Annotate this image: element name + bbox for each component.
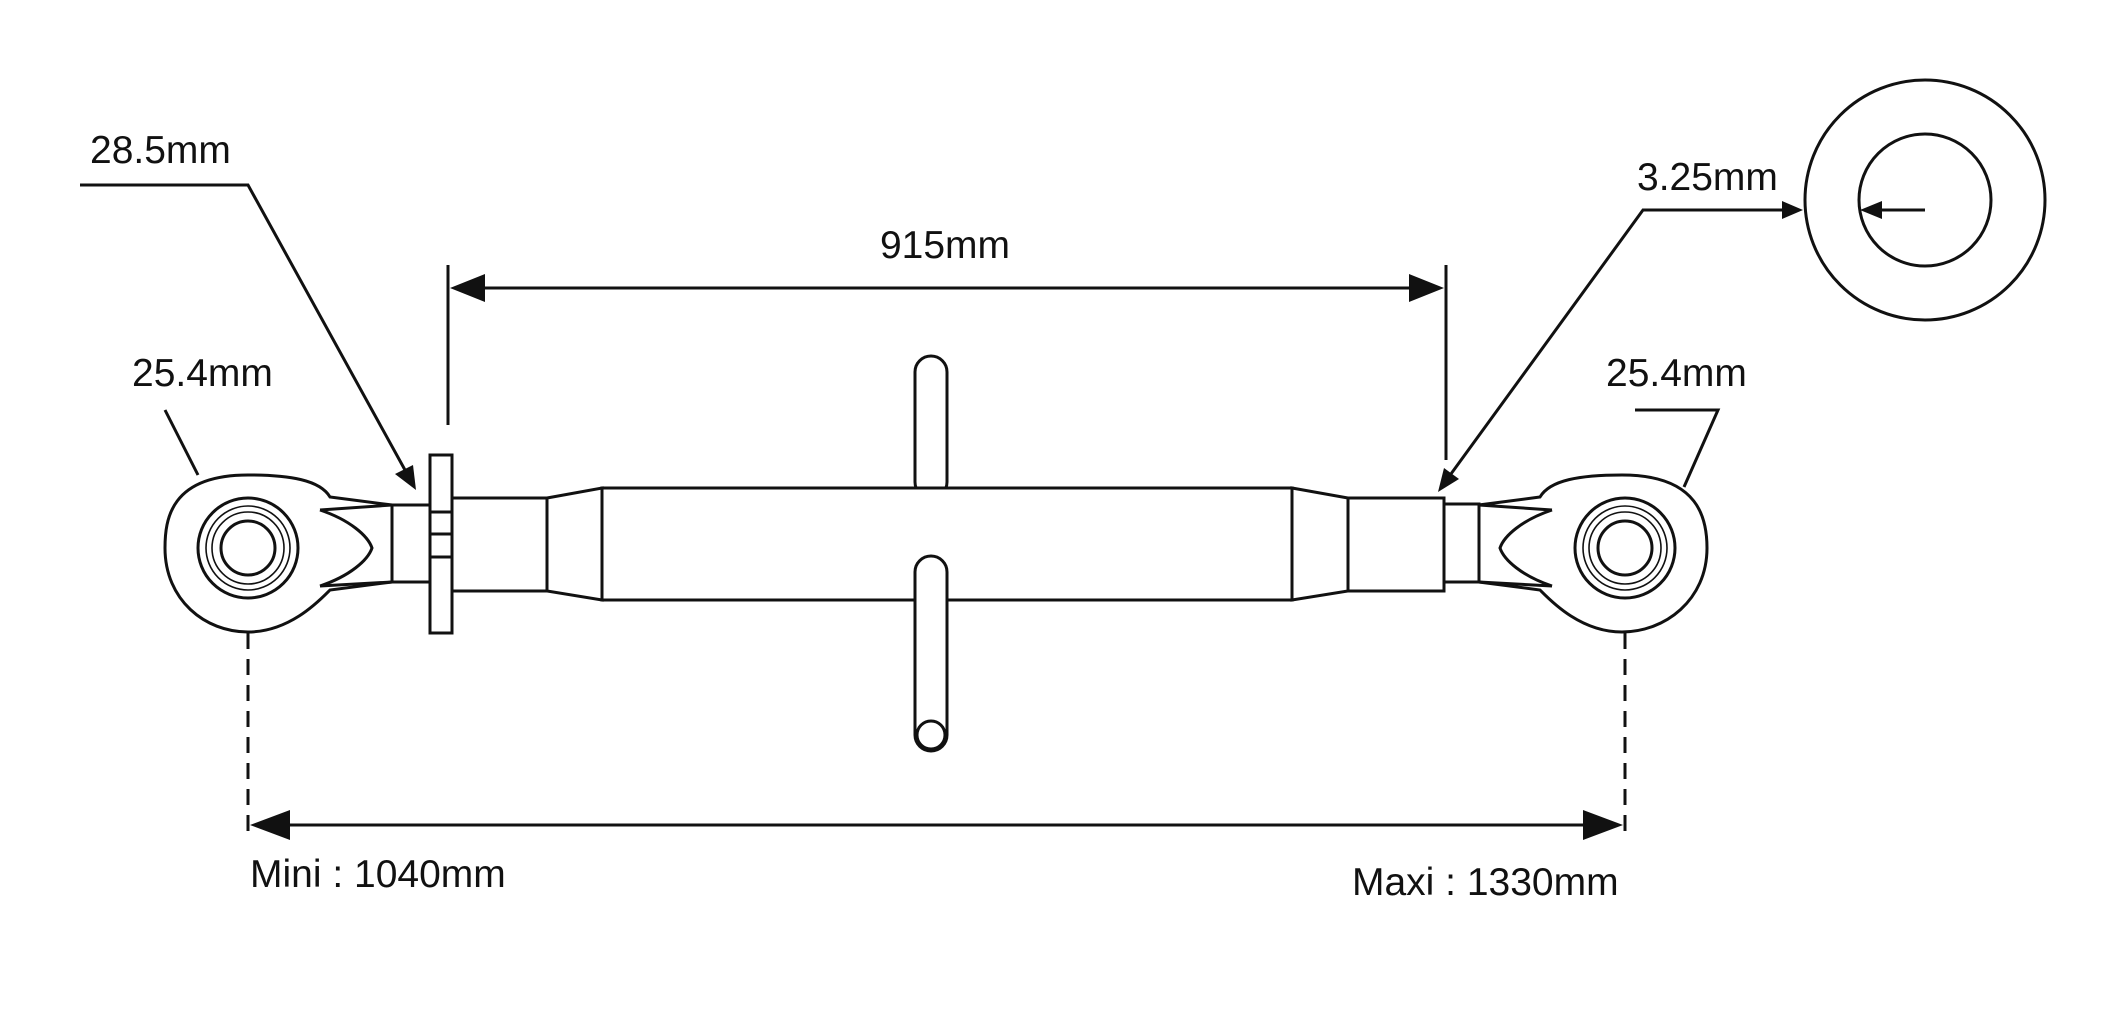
- right-ball-eye: [1477, 473, 1709, 634]
- dimension-915: [446, 265, 1448, 460]
- dimension-overall: [246, 633, 1627, 840]
- handle-lower: [913, 554, 949, 753]
- left-ball-eye: [163, 473, 432, 634]
- leader-25-4-right: [1635, 408, 1721, 488]
- leader-28-5: [80, 183, 416, 490]
- tube-body: [450, 486, 1481, 602]
- label-mini-length: Mini : 1040mm: [250, 853, 506, 896]
- label-25-4mm-right: 25.4mm: [1606, 352, 1747, 395]
- left-lock-nut: [428, 453, 454, 635]
- label-3-25mm: 3.25mm: [1637, 156, 1778, 199]
- leader-3-25: [1438, 201, 1925, 492]
- label-maxi-length: Maxi : 1330mm: [1352, 861, 1619, 904]
- label-915mm: 915mm: [880, 224, 1010, 267]
- label-28-5mm: 28.5mm: [90, 129, 231, 172]
- leader-25-4-left: [163, 409, 200, 476]
- label-25-4mm-left: 25.4mm: [132, 352, 273, 395]
- handle-upper: [913, 354, 949, 500]
- washer-detail: [1803, 78, 2047, 322]
